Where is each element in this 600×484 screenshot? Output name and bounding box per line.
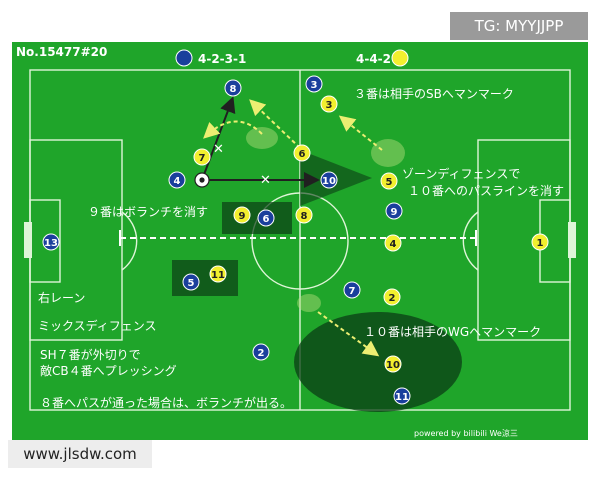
player-number: 6 (263, 214, 270, 225)
annotation-sh7-line1: SH７番が外切りで (40, 347, 141, 362)
blue-player[interactable]: 3 (305, 75, 323, 93)
blue-player[interactable]: 9 (385, 202, 403, 220)
player-number: 11 (395, 392, 409, 403)
site-watermark: www.jlsdw.com (8, 440, 152, 468)
yellow-player[interactable]: 5 (380, 172, 398, 190)
pass-arrow-to-8 (201, 96, 236, 181)
highlight-blob (371, 139, 405, 167)
yellow-player[interactable]: 6 (293, 144, 311, 162)
blue-player[interactable]: 8 (224, 79, 242, 97)
cross-mark: ✕ (260, 173, 271, 188)
press-arrow (338, 115, 383, 151)
blue-player[interactable]: 5 (182, 273, 200, 291)
yellow-player[interactable]: 11 (209, 265, 227, 283)
annotation-sh7-line2: 敵CB４番へプレッシング (40, 363, 177, 378)
blue-team-marker (175, 49, 193, 67)
yellow-player[interactable]: 9 (233, 206, 251, 224)
player-number: 5 (386, 177, 393, 188)
blue-player[interactable]: 11 (393, 387, 411, 405)
player-number: 2 (389, 293, 396, 304)
yellow-team: 3 7 6 5 9 8 11 4 1 2 10 (193, 95, 549, 373)
yellow-team-marker (391, 49, 409, 67)
player-number: 8 (301, 211, 308, 222)
player-number: 3 (311, 80, 318, 91)
annotation-wg-mark: １０番は相手のWGへマンマーク (364, 325, 541, 339)
annotation-pass8: ８番へパスが通った場合は、ボランチが出る。 (40, 395, 292, 410)
yellow-formation: 4-4-2 (356, 52, 391, 66)
player-number: 1 (537, 238, 544, 249)
blue-player[interactable]: 6 (257, 209, 275, 227)
yellow-player[interactable]: 8 (295, 206, 313, 224)
player-number: 3 (326, 100, 333, 111)
mixed-zone (172, 260, 238, 296)
player-number: 9 (239, 211, 246, 222)
right-goal (568, 222, 576, 258)
annotation-mark-sb: ３番は相手のSBへマンマーク (354, 87, 514, 101)
player-number: 2 (258, 348, 265, 359)
yellow-player[interactable]: 10 (384, 355, 402, 373)
annotation-mixed-def: ミックスディフェンス (38, 318, 157, 333)
blue-player[interactable]: 13 (42, 233, 60, 251)
cross-mark: ✕ (213, 142, 224, 157)
blue-team: 8 3 4 10 6 9 13 5 7 2 11 (42, 75, 411, 405)
player-number: 8 (230, 84, 237, 95)
press-arrow (317, 311, 380, 357)
annotation-right-lane: 右レーン (38, 290, 85, 305)
yellow-player[interactable]: 2 (383, 288, 401, 306)
yellow-player[interactable]: 4 (384, 234, 402, 252)
player-number: 11 (211, 270, 225, 281)
player-number: 13 (44, 238, 58, 249)
credit: powered by bilibili We涼三 (414, 428, 518, 438)
blue-player[interactable]: 10 (320, 171, 338, 189)
right-zone-shadow (294, 312, 462, 412)
left-goal (24, 222, 32, 258)
curved-press-arrow (203, 120, 263, 139)
player-number: 10 (322, 176, 336, 187)
annotation-volante: ９番はボランチを消す (88, 205, 208, 219)
highlight-blob (246, 127, 278, 149)
yellow-player[interactable]: 7 (193, 148, 211, 166)
yellow-player[interactable]: 1 (531, 233, 549, 251)
telegram-tag: TG: MYYJJPP (450, 12, 588, 40)
blue-formation: 4-2-3-1 (198, 52, 246, 66)
annotation-zone-def-2: １０番へのパスラインを消す (408, 184, 564, 198)
blue-player[interactable]: 7 (343, 281, 361, 299)
ball-icon (199, 177, 205, 183)
player-number: 7 (349, 286, 356, 297)
diagram-id: No.15477#20 (16, 45, 107, 59)
player-number: 5 (188, 278, 195, 289)
player-number: 10 (386, 360, 400, 371)
blue-player[interactable]: 4 (168, 171, 186, 189)
volante-zone (222, 202, 292, 234)
movement-arrows (119, 96, 477, 357)
annotations: ３番は相手のSBへマンマーク ゾーンディフェンスで １０番へのパスラインを消す … (38, 87, 564, 410)
player-number: 9 (391, 207, 398, 218)
highlight-blob (297, 294, 321, 312)
yellow-player[interactable]: 3 (320, 95, 338, 113)
annotation-zone-def-1: ゾーンディフェンスで (402, 166, 520, 181)
player-number: 4 (390, 239, 397, 250)
player-number: 6 (299, 149, 306, 160)
blue-player[interactable]: 2 (252, 343, 270, 361)
player-number: 7 (199, 153, 206, 164)
player-number: 4 (174, 176, 181, 187)
